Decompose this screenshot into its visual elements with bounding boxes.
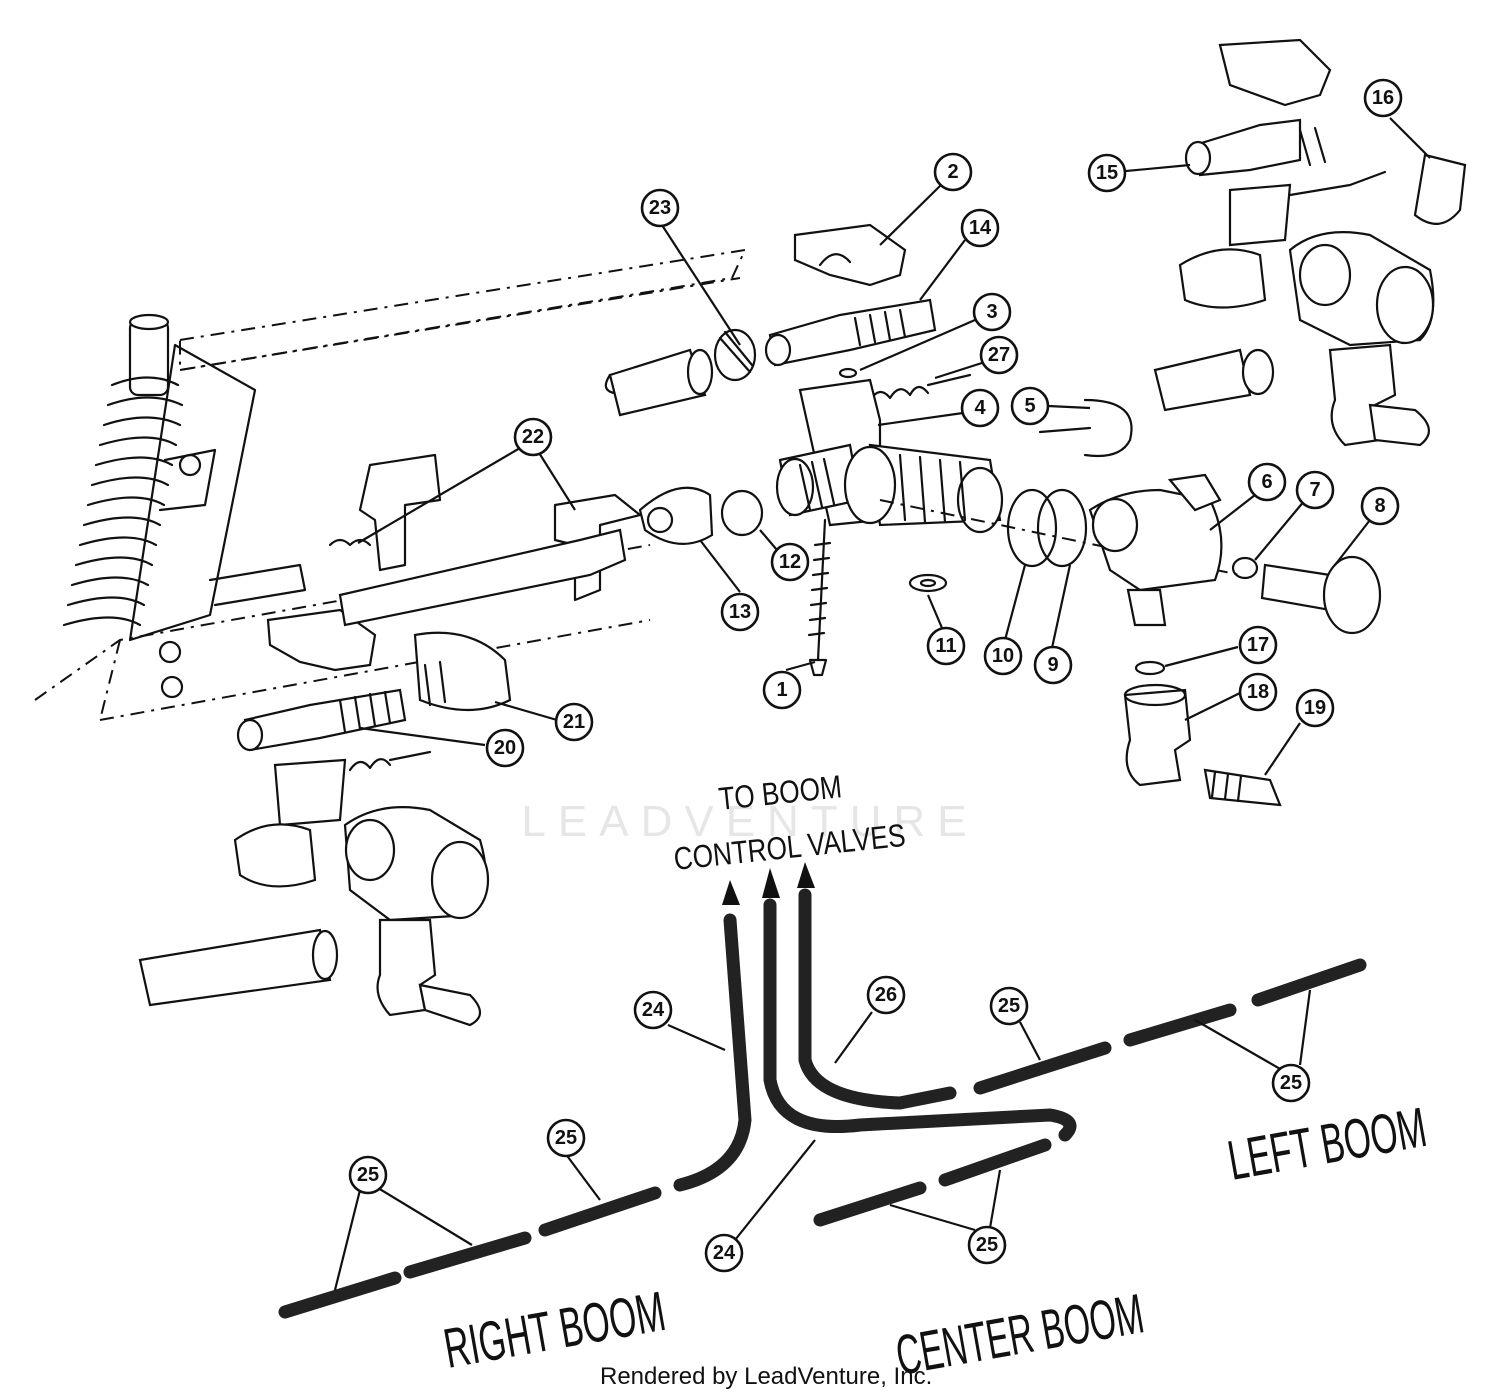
svg-text:12: 12 — [779, 551, 801, 573]
callout-25-right-inner: 25 — [546, 1118, 586, 1158]
hoses — [278, 862, 1367, 1319]
svg-text:18: 18 — [1247, 681, 1269, 703]
svg-text:25: 25 — [555, 1127, 577, 1149]
svg-text:27: 27 — [988, 344, 1010, 366]
svg-text:11: 11 — [935, 635, 956, 657]
callout-19: 19 — [1295, 688, 1335, 728]
callout-25-right-outer: 25 — [348, 1155, 388, 1195]
svg-text:2: 2 — [947, 161, 958, 183]
callout-18: 18 — [1238, 672, 1278, 712]
svg-text:23: 23 — [649, 197, 671, 219]
svg-text:15: 15 — [1096, 162, 1118, 184]
callout-5: 5 — [1010, 386, 1050, 426]
upper-right-valve-assembly — [1153, 38, 1467, 447]
callout-7: 7 — [1295, 470, 1335, 510]
callout-2: 2 — [933, 152, 973, 192]
callout-3: 3 — [972, 292, 1012, 332]
footer-credit: Rendered by LeadVenture, Inc. — [600, 1363, 932, 1390]
svg-text:19: 19 — [1304, 697, 1326, 719]
spring — [62, 313, 184, 627]
callout-9: 9 — [1033, 645, 1073, 685]
svg-text:LEFT BOOM: LEFT BOOM — [1223, 1096, 1431, 1192]
left-boom-label: LEFT BOOM — [1223, 1096, 1431, 1192]
callout-27: 27 — [979, 335, 1019, 375]
center-valve-assembly — [604, 223, 1382, 807]
svg-text:22: 22 — [522, 426, 544, 448]
svg-text:24: 24 — [642, 999, 665, 1021]
svg-text:25: 25 — [976, 1234, 998, 1256]
callout-25-left-near: 25 — [989, 986, 1029, 1026]
callout-4: 4 — [960, 388, 1000, 428]
callout-16: 16 — [1363, 78, 1403, 118]
callout-21: 21 — [554, 702, 594, 742]
svg-text:7: 7 — [1309, 479, 1320, 501]
callout-12: 12 — [770, 542, 810, 582]
lower-left-valve-assembly — [138, 453, 642, 1027]
callout-6: 6 — [1247, 462, 1287, 502]
svg-text:5: 5 — [1024, 395, 1035, 417]
svg-text:1: 1 — [776, 679, 787, 701]
callout-22: 22 — [513, 417, 553, 457]
callout-25-center: 25 — [967, 1225, 1007, 1265]
callout-1: 1 — [762, 670, 802, 710]
callout-25-left-far: 25 — [1271, 1063, 1311, 1103]
callout-26: 26 — [866, 975, 906, 1015]
boom-frame — [34, 248, 747, 721]
svg-text:24: 24 — [713, 1242, 736, 1264]
svg-text:13: 13 — [729, 601, 751, 623]
svg-text:25: 25 — [357, 1164, 379, 1186]
svg-text:20: 20 — [494, 737, 516, 759]
callout-23: 23 — [640, 188, 680, 228]
svg-text:26: 26 — [875, 984, 897, 1006]
svg-text:25: 25 — [998, 995, 1020, 1017]
svg-text:10: 10 — [992, 645, 1014, 667]
svg-text:6: 6 — [1261, 471, 1272, 493]
callout-10: 10 — [983, 636, 1023, 676]
callout-14: 14 — [960, 208, 1000, 248]
callout-24-lower: 24 — [704, 1233, 744, 1273]
callout-13: 13 — [720, 592, 760, 632]
callout-17: 17 — [1238, 625, 1278, 665]
callout-20: 20 — [485, 728, 525, 768]
callout-15: 15 — [1087, 153, 1127, 193]
svg-text:16: 16 — [1372, 87, 1394, 109]
svg-text:25: 25 — [1280, 1072, 1302, 1094]
svg-text:4: 4 — [974, 397, 986, 419]
callout-24-upper: 24 — [633, 990, 673, 1030]
svg-text:8: 8 — [1374, 495, 1385, 517]
svg-text:21: 21 — [563, 711, 585, 733]
watermark-text: LEADVENTURE — [521, 797, 978, 846]
callout-8: 8 — [1360, 486, 1400, 526]
svg-text:3: 3 — [986, 301, 997, 323]
callout-11: 11 — [926, 626, 966, 666]
svg-text:9: 9 — [1047, 654, 1058, 676]
svg-text:14: 14 — [969, 217, 992, 239]
svg-text:17: 17 — [1247, 634, 1269, 656]
